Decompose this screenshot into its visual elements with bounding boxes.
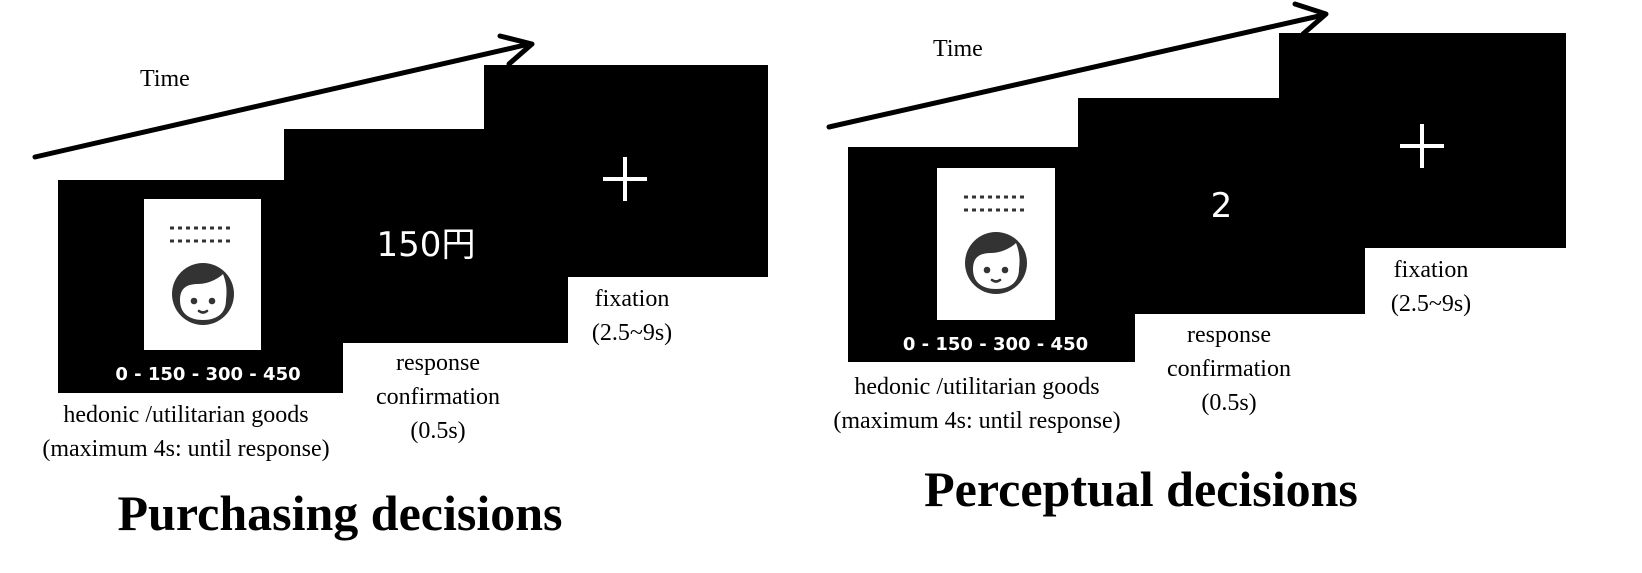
purchasing-panel: Time 150円 0 - 150 - 300 - 450 <box>0 33 768 541</box>
response-caption-line-2: confirmation <box>1167 356 1291 382</box>
stimulus-card <box>937 168 1055 320</box>
fixation-caption-line-2: (2.5~9s) <box>591 320 673 346</box>
face-icon <box>965 232 1027 294</box>
time-label: Time <box>933 36 983 62</box>
fixation-caption-line-1: fixation <box>594 286 670 312</box>
fixation-caption: fixation (2.5~9s) <box>560 282 704 350</box>
dotted-lines-icon <box>170 226 234 243</box>
fixation-caption-line-2: (2.5~9s) <box>1390 291 1472 317</box>
goods-screen: 0 - 150 - 300 - 450 <box>58 180 343 393</box>
response-caption-line-1: response <box>396 350 480 376</box>
goods-caption: hedonic /utilitarian goods (maximum 4s: … <box>791 370 1163 438</box>
price-text: 150円 <box>376 225 476 265</box>
response-caption-line-1: response <box>1187 322 1271 348</box>
goods-caption: hedonic /utilitarian goods (maximum 4s: … <box>0 398 372 466</box>
response-caption-line-3: (0.5s) <box>410 418 466 444</box>
goods-caption-line-1: hedonic /utilitarian goods <box>854 374 1100 400</box>
face-icon <box>172 263 234 325</box>
response-caption: response confirmation (0.5s) <box>1141 318 1317 420</box>
dotted-lines-icon <box>964 195 1028 212</box>
rating-scale-text: 0 - 150 - 300 - 450 <box>115 364 301 385</box>
purchasing-title: Purchasing decisions <box>117 485 563 541</box>
time-arrow-icon <box>32 33 535 160</box>
goods-caption-line-1: hedonic /utilitarian goods <box>63 402 309 428</box>
response-caption-line-2: confirmation <box>376 384 500 410</box>
number-text: 2 <box>1210 186 1233 226</box>
stimulus-card <box>144 199 261 350</box>
goods-screen: 0 - 150 - 300 - 450 <box>848 147 1135 362</box>
fixation-cross-icon <box>1400 124 1444 168</box>
response-caption-line-3: (0.5s) <box>1201 390 1257 416</box>
fixation-cross-icon <box>603 157 647 201</box>
goods-caption-line-2: (maximum 4s: until response) <box>833 408 1121 434</box>
fixation-caption: fixation (2.5~9s) <box>1359 253 1503 321</box>
response-caption: response confirmation (0.5s) <box>350 346 526 448</box>
time-arrow-icon <box>826 1 1329 130</box>
rating-scale-text: 0 - 150 - 300 - 450 <box>902 334 1089 355</box>
perceptual-panel: Time 2 0 - 150 - 300 - 450 he <box>821 0 1642 573</box>
fixation-caption-line-1: fixation <box>1393 257 1469 283</box>
goods-caption-line-2: (maximum 4s: until response) <box>42 436 330 462</box>
perceptual-title: Perceptual decisions <box>924 461 1358 517</box>
time-label: Time <box>140 66 190 92</box>
